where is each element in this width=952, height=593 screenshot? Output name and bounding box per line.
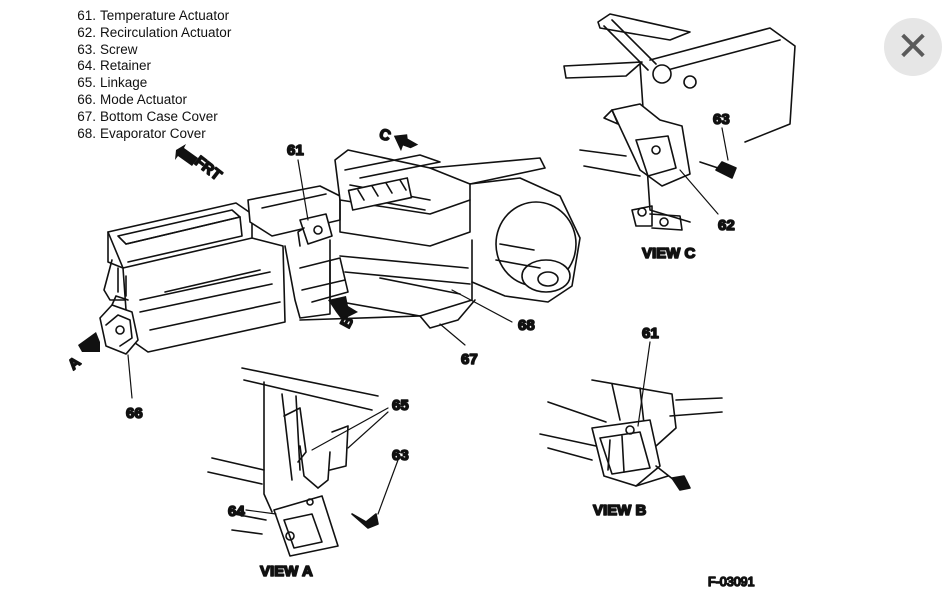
legend-item-label: Recirculation Actuator [100, 24, 232, 40]
close-button[interactable]: ✕ [884, 18, 942, 76]
callout-61-view-b: 61 [642, 325, 659, 342]
callout-68: 68 [518, 317, 535, 334]
legend-item-label: Screw [100, 41, 138, 57]
callout-61-main: 61 [287, 142, 304, 159]
legend-item-number: 65. [77, 75, 96, 91]
callout-62: 62 [718, 217, 735, 234]
parts-legend: 61. Temperature Actuator 62.Recirculation … [62, 8, 231, 142]
legend-item: 67.Bottom Case Cover [62, 109, 231, 126]
close-icon: ✕ [896, 24, 930, 70]
callout-64: 64 [228, 503, 245, 520]
view-b-title: VIEW B [593, 502, 647, 519]
legend-item: 62.Recirculation Actuator [62, 25, 231, 42]
legend-item: 61. Temperature Actuator [62, 8, 231, 25]
figure-code: F-03091 [708, 575, 755, 589]
legend-item-number: 67. [77, 108, 96, 124]
legend-item: 63.Screw [62, 42, 231, 59]
legend-item: 66.Mode Actuator [62, 92, 231, 109]
legend-item-number: 62. [77, 24, 96, 40]
direction-arrows [78, 134, 419, 352]
callout-67: 67 [461, 351, 478, 368]
legend-item-number: 63. [77, 41, 96, 57]
legend-item-number: 61. [77, 8, 96, 23]
legend-item-label: Evaporator Cover [100, 125, 206, 141]
evaporator-case [299, 149, 546, 329]
callout-65: 65 [392, 397, 409, 414]
legend-item: 65.Linkage [62, 75, 231, 92]
callout-66: 66 [126, 405, 143, 422]
legend-item-label: Temperature Actuator [100, 8, 230, 23]
callout-63-view-c: 63 [713, 111, 730, 128]
blower-housing [469, 177, 581, 303]
main-assembly [78, 134, 581, 399]
temperature-actuator [297, 213, 333, 247]
center-case [247, 185, 349, 319]
legend-item-number: 66. [77, 91, 96, 107]
callout-63-view-a: 63 [392, 447, 409, 464]
legend-item-number: 68. [77, 125, 96, 141]
legend-item-label: Mode Actuator [100, 91, 188, 107]
view-c-title: VIEW C [642, 245, 696, 262]
view-a-detail [207, 367, 399, 557]
legend-item-label: Linkage [100, 75, 148, 91]
legend-item: 64.Retainer [62, 58, 231, 75]
mode-actuator [99, 295, 139, 355]
heater-box [103, 202, 286, 353]
view-c-detail [563, 13, 796, 231]
main-leader-lines [127, 159, 513, 399]
label-arrow-a: A [65, 353, 84, 373]
label-arrow-c: C [377, 125, 393, 145]
legend-item-label: Bottom Case Cover [100, 108, 218, 124]
legend-item-label: Retainer [100, 58, 152, 74]
legend-item-number: 64. [77, 58, 96, 74]
view-b-detail [539, 341, 723, 491]
legend-item: 68.Evaporator Cover [62, 126, 231, 143]
view-a-title: VIEW A [260, 563, 313, 580]
